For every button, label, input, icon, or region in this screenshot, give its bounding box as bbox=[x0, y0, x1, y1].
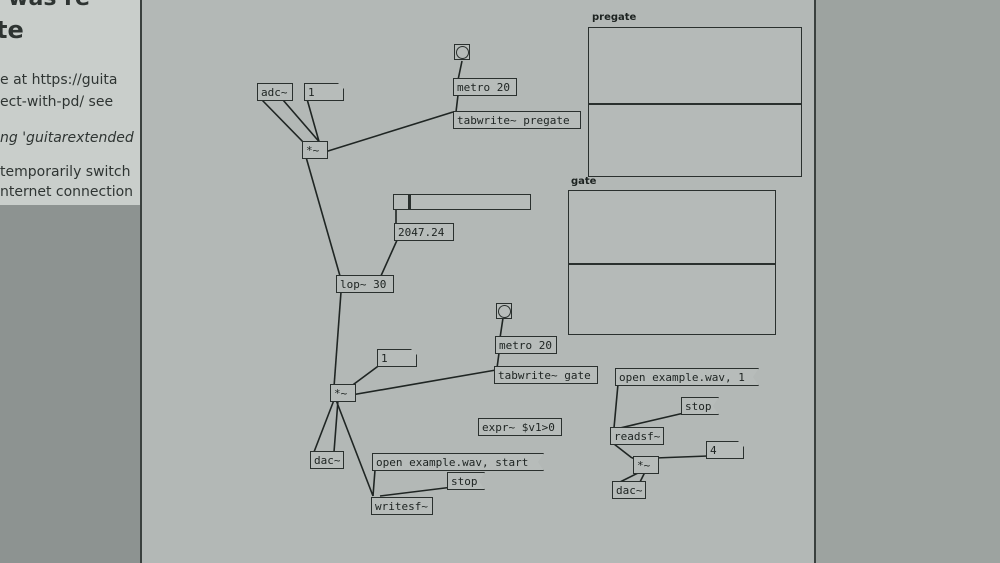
multiply-object[interactable]: *~ bbox=[633, 456, 659, 474]
open-example-message[interactable]: open example.wav, 1 bbox=[615, 368, 759, 386]
background-text-line: temporarily switch bbox=[0, 164, 131, 180]
array-waveform-line bbox=[569, 263, 775, 265]
array-gate[interactable] bbox=[568, 190, 776, 335]
bang-button[interactable] bbox=[454, 44, 470, 60]
background-text-line: e at https://guita bbox=[0, 72, 118, 88]
writesf-object[interactable]: writesf~ bbox=[371, 497, 433, 515]
slider-knob[interactable] bbox=[407, 195, 411, 209]
tabwrite-pregate-object[interactable]: tabwrite~ pregate bbox=[453, 111, 581, 129]
dac-object[interactable]: dac~ bbox=[310, 451, 344, 469]
multiply-object[interactable]: *~ bbox=[302, 141, 328, 159]
tabwrite-gate-object[interactable]: tabwrite~ gate bbox=[494, 366, 598, 384]
array-waveform-line bbox=[589, 103, 801, 105]
expr-object[interactable]: expr~ $v1>0 bbox=[478, 418, 562, 436]
number-box[interactable]: 4 bbox=[706, 441, 744, 459]
bang-button[interactable] bbox=[496, 303, 512, 319]
open-start-message[interactable]: open example.wav, start bbox=[372, 453, 544, 471]
desktop-background bbox=[816, 0, 1000, 563]
number-box[interactable]: 2047.24 bbox=[394, 223, 454, 241]
array-pregate[interactable] bbox=[588, 27, 802, 177]
background-title-fragment: te bbox=[0, 16, 24, 44]
background-heading-fragment: t was re bbox=[0, 0, 90, 11]
lop-object[interactable]: lop~ 30 bbox=[336, 275, 394, 293]
background-text-line: ng 'guitarextended bbox=[0, 130, 134, 146]
background-text-line: ect-with-pd/ see bbox=[0, 94, 114, 110]
number-box[interactable]: 1 bbox=[304, 83, 344, 101]
array-label-pregate: pregate bbox=[592, 12, 637, 23]
horizontal-slider[interactable] bbox=[393, 194, 531, 210]
metro-object[interactable]: metro 20 bbox=[495, 336, 557, 354]
array-label-gate: gate bbox=[571, 176, 597, 187]
dac-object[interactable]: dac~ bbox=[612, 481, 646, 499]
stop-message[interactable]: stop bbox=[447, 472, 485, 490]
number-box[interactable]: 1 bbox=[377, 349, 417, 367]
adc-object[interactable]: adc~ bbox=[257, 83, 293, 101]
background-text-line: nternet connection bbox=[0, 184, 134, 200]
readsf-object[interactable]: readsf~ bbox=[610, 427, 664, 445]
multiply-object[interactable]: *~ bbox=[330, 384, 356, 402]
metro-object[interactable]: metro 20 bbox=[453, 78, 517, 96]
background-empty-area bbox=[0, 205, 140, 563]
background-browser-page: t was re te e at https://guita ect-with-… bbox=[0, 0, 140, 563]
